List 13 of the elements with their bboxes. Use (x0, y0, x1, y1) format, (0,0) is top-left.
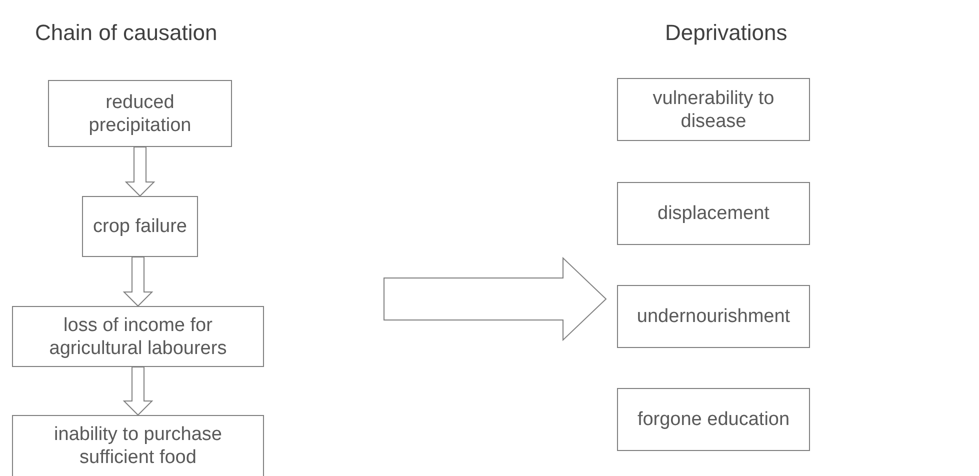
text-box: vulnerability to disease (617, 78, 810, 141)
column-heading: Chain of causation (35, 20, 218, 46)
text-box: crop failure (82, 196, 198, 257)
text-box: undernourishment (617, 285, 810, 348)
block-arrow (122, 256, 154, 307)
text-box: loss of income for agricultural labourers (12, 306, 264, 367)
block-arrow (124, 146, 156, 197)
block-arrow (122, 366, 154, 416)
text-box: displacement (617, 182, 810, 245)
column-heading: Deprivations (665, 20, 788, 46)
text-box: reduced precipitation (48, 80, 232, 147)
text-box: forgone education (617, 388, 810, 451)
text-box: inability to purchase sufficient food (12, 415, 264, 476)
